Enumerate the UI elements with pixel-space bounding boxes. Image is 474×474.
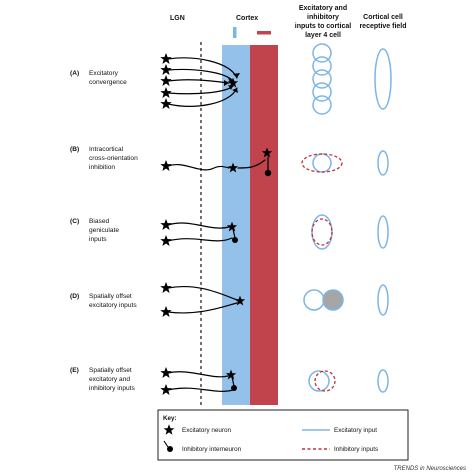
row-a-cortical-neuron [227, 77, 239, 88]
row-d-axon-2 [167, 302, 238, 314]
row-a-label: (A) [70, 70, 79, 77]
row-e-text-2: excitatory and [89, 376, 130, 383]
row-e-inhibitory-interneuron [231, 385, 237, 391]
key-excitatory-neuron-icon [163, 424, 175, 435]
row-e-cortical-neuron [225, 369, 237, 380]
row-d-offset-excitatory-input [322, 289, 344, 311]
journal-credit: TRENDS in Neurosciences [394, 466, 466, 472]
row-c-lgn-neuron-1 [160, 219, 172, 230]
row-b-excitatory-input [312, 153, 332, 173]
row-e-dendrite [231, 376, 235, 387]
row-a-lgn-neuron-4 [160, 87, 172, 98]
row-e-lgn-neuron-1 [160, 367, 172, 378]
row-b-intracortical-neuron [261, 147, 273, 158]
row-a-axon-5 [167, 87, 238, 107]
row-e-excitatory-input [308, 370, 330, 392]
row-c-receptive-field [377, 215, 389, 249]
key-border [157, 409, 409, 461]
cortex-header: Cortex [236, 15, 258, 22]
row-d-text-1: Spatially offset [89, 293, 132, 300]
row-e-text-1: Spatially offset [89, 367, 132, 374]
row-c-dendrite [232, 228, 236, 239]
key-box: Key: Excitatory neuron Inhibitory intern… [157, 409, 409, 461]
cortex-inhibitory-band [250, 45, 278, 405]
inputs-header-line-3: inputs to cortical [295, 23, 351, 30]
row-e-axon-2 [167, 387, 234, 392]
row-c-inhibitory-input [311, 218, 333, 246]
receptive-header-line-2: receptive field [359, 23, 406, 30]
row-a-arrowhead-4 [228, 85, 233, 90]
row-a-lgn-neuron-3 [160, 75, 172, 86]
row-c-inhibitory-interneuron [232, 237, 238, 243]
row-e-lgn-neuron-2 [160, 384, 172, 395]
key-inhibitory-dendrite [163, 440, 169, 448]
row-a-lgn-neuron-2 [160, 64, 172, 75]
row-c-label: (C) [70, 218, 79, 225]
row-c-text-1: Biased [89, 218, 109, 225]
row-a-text-2: convergence [89, 79, 127, 86]
receptive-header-line-1: Cortical cell [363, 14, 403, 21]
row-a-lgn-neuron-1 [160, 53, 172, 64]
row-b-receptive-field [377, 150, 389, 176]
inputs-header-line-4: layer 4 cell [305, 32, 341, 39]
row-a-text-1: Excitatory [89, 70, 119, 77]
row-b-lgn-neuron [160, 160, 172, 171]
row-e-inhibitory-input [314, 370, 336, 392]
row-a-arrowhead-5 [232, 88, 238, 93]
key-excitatory-input-label: Excitatory input [334, 427, 377, 434]
key-excitatory-neuron-label: Excitatory neuron [182, 427, 231, 434]
row-e-receptive-field [377, 369, 389, 393]
lgn-header: LGN [170, 15, 185, 22]
key-inhibitory-inputs-label: Inhibitory inputs [334, 446, 378, 453]
key-inhibitory-interneuron-label: Inhibitory interneuron [182, 446, 242, 453]
row-a-input-circle-3 [312, 69, 332, 89]
row-b-interneuron-axon [237, 159, 266, 169]
row-d-label: (D) [70, 293, 79, 300]
row-b-axon [167, 164, 230, 171]
row-c-axon-2 [167, 237, 233, 242]
row-a-input-circle-1 [312, 43, 332, 63]
row-a-input-circle-4 [312, 82, 332, 102]
cortex-layer-4-band [222, 45, 250, 405]
row-e-label: (E) [70, 367, 79, 374]
row-d-lgn-neuron-1 [160, 282, 172, 293]
row-d-lgn-neuron-2 [160, 306, 172, 317]
row-a-input-circle-2 [312, 56, 332, 76]
row-a-input-circle-5 [312, 95, 332, 115]
inputs-header-line-2: inhibitory [307, 14, 339, 21]
row-b-text-2: cross-orientation [89, 155, 138, 162]
row-c-cortical-neuron [226, 221, 238, 232]
row-c-text-2: geniculate [89, 227, 119, 234]
row-a-axon-2 [167, 68, 234, 82]
row-d-receptive-field [377, 284, 389, 316]
row-a-lgn-neuron-5 [160, 98, 172, 109]
key-title: Key: [163, 415, 177, 422]
row-e-axon-1 [167, 371, 229, 378]
row-a-receptive-field [374, 48, 392, 110]
row-b-inhibitory-input [301, 153, 343, 173]
row-b-text-3: inhibition [89, 164, 115, 171]
cortex-blue-marker [233, 27, 237, 38]
row-c-text-3: inputs [89, 236, 107, 243]
row-c-excitatory-input [311, 214, 333, 250]
row-d-text-2: excitatory inputs [89, 302, 137, 309]
row-b-cortical-neuron [227, 162, 239, 173]
row-e-text-3: inhibitory inputs [89, 385, 136, 392]
row-b-inhibitory-interneuron [264, 169, 272, 177]
cortex-red-marker [257, 31, 271, 35]
inputs-header-line-1: Excitatory and [299, 5, 347, 12]
row-d-excitatory-input [303, 289, 325, 311]
key-inhibitory-interneuron-icon [167, 446, 173, 452]
row-c-axon-1 [167, 222, 230, 229]
row-a-arrowhead-1 [233, 73, 240, 78]
row-b-label: (B) [70, 146, 79, 153]
row-a-axon-3 [167, 79, 230, 84]
row-b-text-1: Intracortical [89, 146, 124, 153]
row-c-lgn-neuron-2 [160, 235, 172, 246]
row-d-cortical-neuron [234, 295, 246, 306]
row-a-arrowhead-3 [224, 80, 229, 86]
